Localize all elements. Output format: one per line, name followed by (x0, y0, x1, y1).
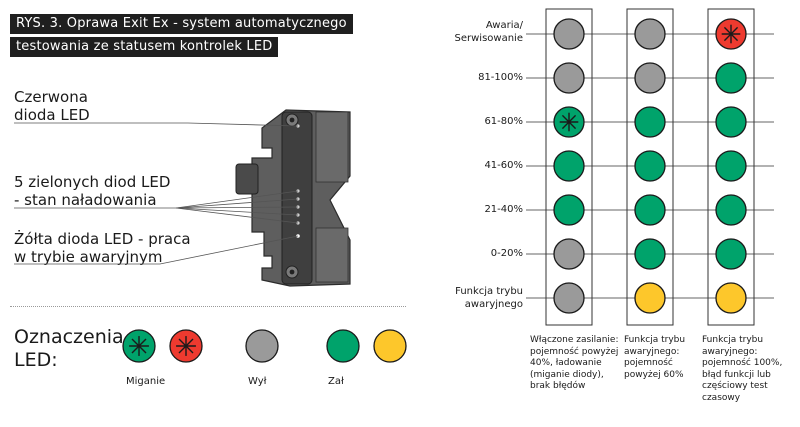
callout-red-led: Czerwona dioda LED (14, 88, 90, 124)
legend-on-green-led (326, 329, 360, 363)
led-col3-row6 (715, 238, 747, 270)
legend-label-on: Zał (328, 376, 344, 387)
legend-title: Oznaczenia LED: (14, 326, 124, 371)
led-col1-row4 (553, 150, 585, 182)
led-col2-row6 (634, 238, 666, 270)
row-label-emergency-mode: Funkcja trybu awaryjnego (455, 286, 523, 310)
column-frame-1 (545, 8, 593, 326)
dotted-separator (10, 306, 406, 307)
led-col2-row7 (634, 282, 666, 314)
led-col2-row1 (634, 18, 666, 50)
row-label-41-60: 41-60% (484, 160, 523, 171)
legend-green-blinking-led (122, 329, 156, 363)
led-col1-row1 (553, 18, 585, 50)
legend-red-blinking-led (169, 329, 203, 363)
led-col1-row5 (553, 194, 585, 226)
column-frame-3 (707, 8, 755, 326)
led-col3-row7 (715, 282, 747, 314)
legend-label-blinking: Miganie (126, 376, 166, 387)
figure-title-line-2: testowania ze statusem kontrolek LED (10, 37, 279, 57)
column-caption-mains-on: Włączone zasilanie: pojemność powyżej 40… (530, 335, 619, 391)
led-col1-row2 (553, 62, 585, 94)
led-col3-row3 (715, 106, 747, 138)
column-caption-emergency-60: Funkcja trybu awaryjnego: pojemność powy… (624, 335, 686, 380)
led-col3-row4 (715, 150, 747, 182)
row-label-61-80: 61-80% (484, 116, 523, 127)
row-label-failure: Awaria/ Serwisowanie (454, 20, 523, 44)
callout-green-leds: 5 zielonych diod LED - stan naładowania (14, 173, 171, 209)
legend-on-yellow-led (373, 329, 407, 363)
figure-title-line-1: RYS. 3. Oprawa Exit Ex - system automaty… (10, 14, 353, 34)
column-frame-2 (626, 8, 674, 326)
led-col2-row3 (634, 106, 666, 138)
led-col3-row1 (715, 18, 747, 50)
led-col2-row4 (634, 150, 666, 182)
row-label-81-100: 81-100% (478, 72, 523, 83)
row-label-21-40: 21-40% (484, 204, 523, 215)
led-legend (122, 329, 407, 363)
led-status-table (526, 8, 774, 326)
led-col1-row3 (553, 106, 585, 138)
led-col2-row5 (634, 194, 666, 226)
column-caption-emergency-100: Funkcja trybu awaryjnego: pojemność 100%… (702, 335, 783, 403)
led-col2-row2 (634, 62, 666, 94)
row-label-0-20: 0-20% (490, 248, 523, 259)
legend-label-off: Wył (248, 376, 267, 387)
led-col3-row2 (715, 62, 747, 94)
legend-off-led (245, 329, 279, 363)
exit-fixture-illustration (235, 109, 351, 287)
led-col3-row5 (715, 194, 747, 226)
leader-lines (14, 122, 299, 265)
led-col1-row6 (553, 238, 585, 270)
callout-yellow-led: Żółta dioda LED - praca w trybie awaryjn… (14, 230, 191, 266)
led-col1-row7 (553, 282, 585, 314)
